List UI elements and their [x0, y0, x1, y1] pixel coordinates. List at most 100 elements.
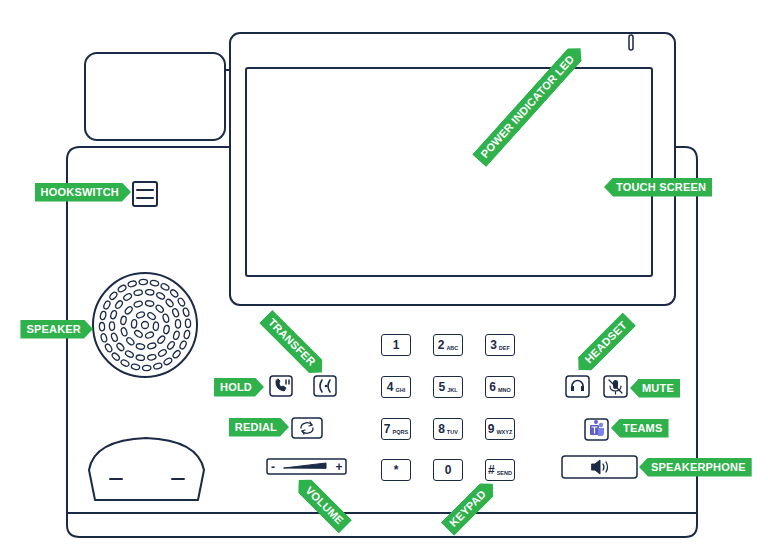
- speaker-hole: [165, 298, 174, 308]
- speaker-hole: [155, 304, 165, 313]
- key-letters: WXYZ: [496, 429, 512, 435]
- headset-button: [566, 376, 589, 397]
- hold-icon: [276, 379, 286, 391]
- key-digit: 8: [438, 423, 445, 435]
- speaker-hole: [131, 319, 137, 328]
- speaker-hole: [145, 300, 154, 307]
- speaker-hole: [163, 357, 173, 366]
- transfer-icon: [320, 380, 322, 392]
- transfer-icon: [325, 385, 328, 388]
- speaker-hole: [134, 329, 144, 338]
- key-letters: GHI: [395, 387, 405, 393]
- speaker-hole: [136, 343, 145, 350]
- keypad-key: 8TUV: [433, 418, 463, 440]
- screen-frame: [230, 33, 675, 305]
- speaker-hole: [150, 280, 159, 287]
- hold-icon: [288, 380, 290, 384]
- speaker-hole: [116, 342, 125, 352]
- speaker-hole: [133, 300, 143, 308]
- cradle-slot: [110, 478, 122, 480]
- callout-text: TOUCH SCREEN: [616, 181, 706, 193]
- key-letters: JKL: [447, 387, 457, 393]
- key-digit: 0: [445, 464, 452, 476]
- redial-icon: [302, 422, 312, 434]
- callout-text: HOOKSWITCH: [41, 186, 119, 198]
- speaker-hole: [123, 293, 133, 302]
- hold-button: [270, 376, 292, 396]
- speaker-holes: [99, 279, 191, 371]
- speaker-hole: [109, 322, 114, 331]
- touch-screen: [246, 68, 652, 276]
- headset-icon: [581, 386, 584, 391]
- speaker-hole: [147, 342, 157, 350]
- volume-wedge: [284, 463, 326, 468]
- callout-text: SPEAKERPHONE: [651, 461, 746, 473]
- speaker-hole: [153, 362, 163, 369]
- mute-icon: [609, 380, 622, 393]
- keypad-key: 7PQRS: [381, 418, 411, 440]
- redial-button: [292, 418, 322, 438]
- hookswitch-slot: [137, 189, 153, 191]
- keypad-key: 4GHI: [381, 376, 411, 398]
- teams-icon: [599, 423, 603, 427]
- key-digit: 2: [438, 339, 445, 351]
- callout-tag: SPEAKER: [20, 320, 93, 339]
- speaker-hole: [120, 316, 127, 325]
- speaker-hole: [169, 289, 179, 299]
- transfer-button: [314, 376, 336, 396]
- speaker-hole: [136, 355, 145, 361]
- speaker-hole: [109, 291, 119, 301]
- volume-sign: +: [335, 461, 342, 473]
- callout-text: MUTE: [642, 382, 674, 394]
- hookswitch-symbol: [133, 182, 157, 206]
- key-digit: *: [394, 464, 399, 476]
- keypad-key: 0: [433, 459, 463, 481]
- key-digit: 3: [490, 339, 497, 351]
- speaker-hole: [177, 297, 186, 307]
- handset: [85, 53, 225, 140]
- teams-icon: [590, 425, 599, 435]
- speaker-hole: [124, 350, 134, 359]
- callout-text: REDIAL: [235, 421, 277, 433]
- teams-icon: [598, 428, 604, 436]
- speaker-hole: [125, 337, 135, 346]
- speaker-hole: [131, 363, 140, 370]
- speaker-hole: [157, 349, 167, 358]
- speaker-hole: [163, 325, 170, 334]
- speaker-hole: [145, 331, 155, 339]
- speaker-hole: [103, 300, 112, 310]
- keypad-key: 9WXYZ: [485, 418, 515, 440]
- callout-tag: HOLD: [214, 378, 264, 397]
- keypad-key: 2ABC: [433, 334, 463, 356]
- speaker-hole: [104, 343, 113, 353]
- speaker-hole: [117, 284, 127, 293]
- speaker-hole: [173, 330, 181, 340]
- callout-text: HOLD: [220, 381, 252, 393]
- callout-text: SPEAKER: [26, 323, 81, 335]
- speaker-hole: [139, 279, 148, 285]
- hold-icon: [285, 380, 287, 384]
- speaker-hole: [120, 327, 128, 337]
- key-digit: 7: [384, 423, 391, 435]
- keypad-key: *: [381, 459, 411, 481]
- transfer-icon: [328, 380, 330, 392]
- speakerphone-button: [562, 456, 637, 478]
- key-digit: 5: [438, 381, 445, 393]
- speaker-hole: [145, 289, 154, 295]
- hookswitch-slot: [137, 197, 153, 199]
- callout-tag: REDIAL: [229, 418, 289, 437]
- speaker-hole: [166, 340, 175, 350]
- speaker-hole: [185, 319, 191, 328]
- keypad-key: 3DEF: [485, 334, 515, 356]
- mute-button: [604, 376, 627, 397]
- callout-tag: TEAMS: [611, 419, 669, 438]
- speaker-hole: [157, 335, 166, 345]
- power-led: [629, 35, 633, 50]
- teams-icon: [594, 420, 598, 424]
- speaker-hole: [172, 349, 182, 359]
- callout-tag: SPEAKERPHONE: [639, 458, 752, 477]
- speaker-hole: [136, 311, 146, 319]
- speaker-hole: [110, 310, 118, 320]
- speaker-hole: [147, 354, 156, 361]
